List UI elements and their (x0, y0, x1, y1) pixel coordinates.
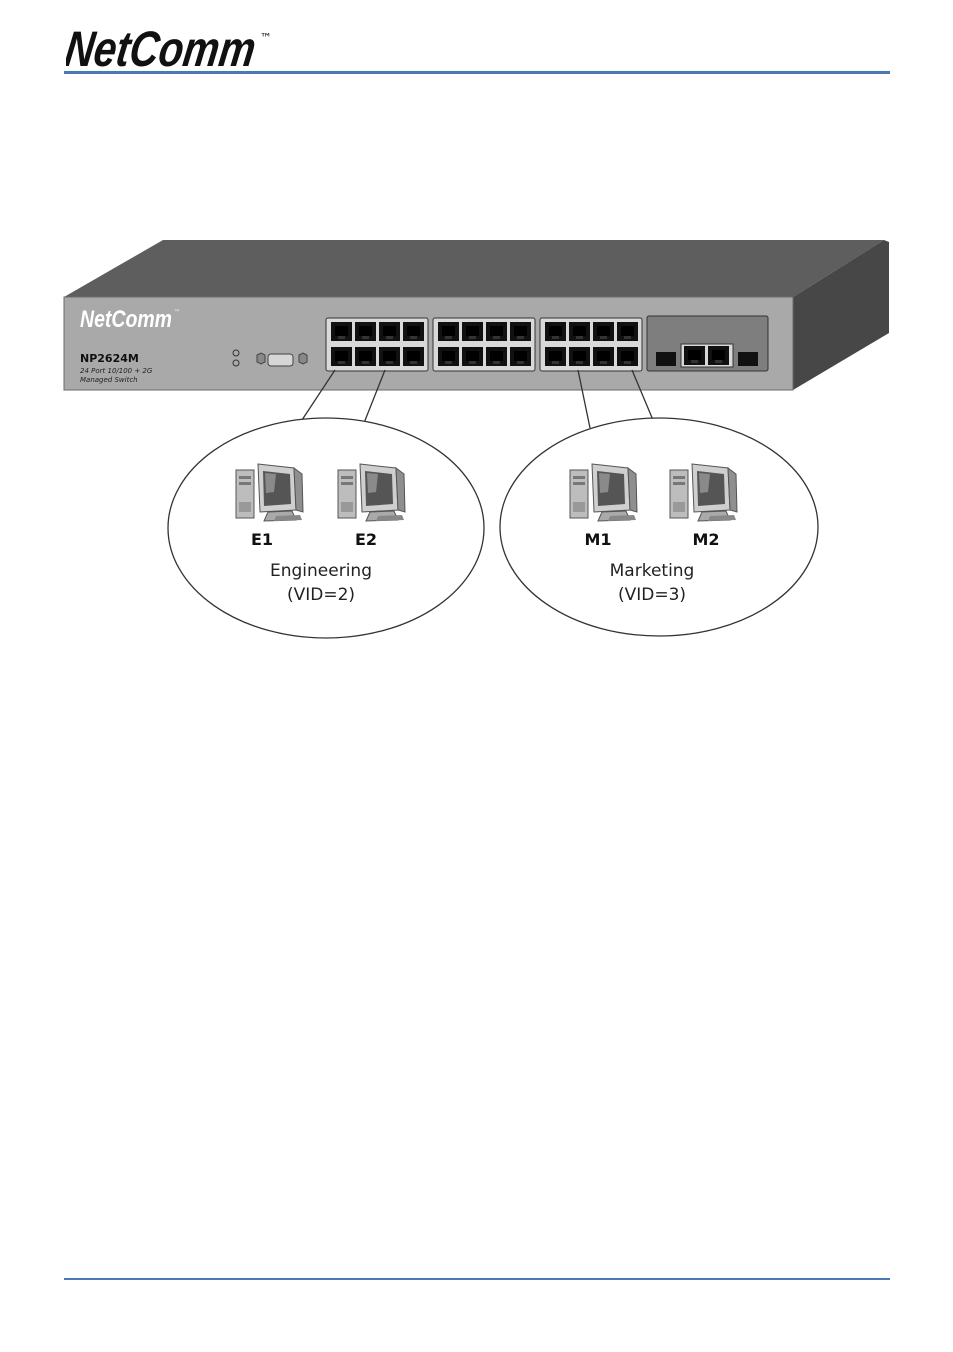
switch-model: NP2624M (80, 352, 139, 365)
group-vid-marketing: (VID=3) (618, 585, 686, 605)
switch-description-line1: 24 Port 10/100 + 2G (80, 367, 153, 375)
switch-description-line2: Managed Switch (80, 376, 138, 384)
footer-rule (64, 1278, 890, 1280)
vlan-diagram: NetComm ™ NP2624M 24 Port 10/100 + 2G Ma… (0, 0, 953, 700)
group-name-engineering: Engineering (270, 561, 372, 581)
gigabit-port-block (647, 316, 768, 371)
switch-brand-trademark: ™ (174, 309, 180, 316)
host-label-m1: M1 (584, 530, 611, 549)
console-port-icon (268, 354, 293, 366)
screw-icon (299, 353, 307, 364)
switch-top-panel (64, 240, 884, 297)
computer-icon (570, 464, 637, 521)
switch-brand-logo: NetComm (80, 306, 172, 333)
vlan-group-engineering: E1 E2 Engineering (VID=2) (168, 418, 484, 638)
port-block-2 (433, 318, 535, 371)
host-label-e1: E1 (251, 530, 273, 549)
computer-icon (338, 464, 405, 521)
vlan-group-marketing: M1 M2 Marketing (VID=3) (500, 418, 818, 636)
host-label-e2: E2 (355, 530, 377, 549)
network-switch: NetComm ™ NP2624M 24 Port 10/100 + 2G Ma… (64, 240, 889, 390)
port-block-3 (540, 318, 642, 371)
host-label-m2: M2 (692, 530, 719, 549)
group-name-marketing: Marketing (610, 561, 695, 581)
screw-icon (257, 353, 265, 364)
group-vid-engineering: (VID=2) (287, 585, 355, 605)
computer-icon (670, 464, 737, 521)
port-block-1 (326, 318, 428, 371)
computer-icon (236, 464, 303, 521)
